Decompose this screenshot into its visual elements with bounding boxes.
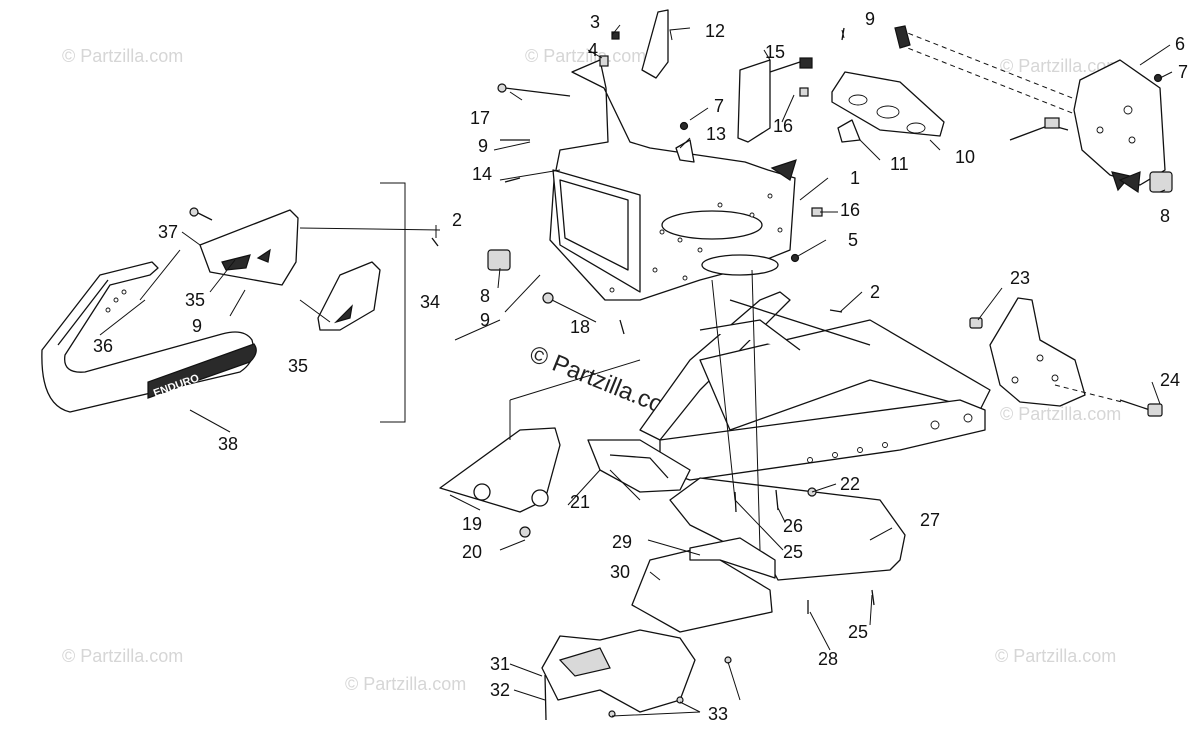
watermark: © Partzilla.com — [345, 674, 466, 694]
callout-3: 3 — [590, 12, 600, 32]
callout-37: 37 — [158, 222, 178, 242]
callout-18: 18 — [570, 317, 590, 337]
callout-19: 19 — [462, 514, 482, 534]
callout-31: 31 — [490, 654, 510, 674]
callout-35-lower: 35 — [288, 356, 308, 376]
callout-2-left: 2 — [452, 210, 462, 230]
latch-part — [894, 25, 911, 49]
callout-1: 1 — [850, 168, 860, 188]
callout-14: 14 — [472, 164, 492, 184]
callouts: 3 4 12 15 9 6 7 7 17 13 16 9 10 11 14 1 … — [93, 9, 1188, 724]
callout-10: 10 — [955, 147, 975, 167]
shield-part-31 — [541, 629, 696, 713]
callout-4: 4 — [588, 40, 598, 60]
callout-25-lower: 25 — [848, 622, 868, 642]
callout-9-left: 9 — [478, 136, 488, 156]
callout-28: 28 — [818, 649, 838, 669]
callout-15: 15 — [765, 42, 785, 62]
callout-7: 7 — [714, 96, 724, 116]
mount-part-21 — [587, 439, 691, 493]
watermark: © Partzilla.com — [995, 646, 1116, 666]
callout-16: 16 — [840, 200, 860, 220]
callout-33: 33 — [708, 704, 728, 724]
bracket-part-35-lower — [317, 261, 381, 331]
callout-9-top: 9 — [865, 9, 875, 29]
bracket-part-35-upper — [199, 209, 299, 286]
bolt-part-24 — [1054, 384, 1163, 417]
watermark: © Partzilla.com — [62, 46, 183, 66]
callout-12: 12 — [705, 21, 725, 41]
callout-13: 13 — [706, 124, 726, 144]
watermark: © Partzilla.com — [1000, 56, 1121, 76]
watermark: © Partzilla.com — [525, 46, 646, 66]
callout-35: 35 — [185, 290, 205, 310]
bushing-part-8 — [487, 249, 511, 271]
callout-8: 8 — [480, 286, 490, 306]
callout-22: 22 — [840, 474, 860, 494]
watermark: © Partzilla.com — [62, 646, 183, 666]
callout-16-top: 16 — [773, 116, 793, 136]
nose-frame-part-1 — [549, 59, 796, 301]
callout-29: 29 — [612, 532, 632, 552]
arrow-marker — [770, 159, 797, 181]
callout-9-lower: 9 — [480, 310, 490, 330]
bushing-part-8 — [1149, 171, 1173, 193]
callout-11: 11 — [890, 154, 909, 174]
callout-27: 27 — [920, 510, 940, 530]
leader-lines — [99, 24, 1173, 717]
callout-21: 21 — [570, 492, 590, 512]
arrow-marker — [1118, 171, 1141, 194]
bracket-part-29 — [689, 537, 776, 579]
mount-part-19 — [439, 427, 561, 513]
chassis-frame — [639, 291, 991, 481]
bracket-part-11 — [837, 119, 861, 143]
callout-23: 23 — [1010, 268, 1030, 288]
callout-8-right: 8 — [1160, 206, 1170, 226]
plate-part-12 — [641, 9, 669, 79]
bracket-part-15 — [737, 57, 813, 143]
fasteners — [189, 27, 1163, 721]
callout-38: 38 — [218, 434, 238, 454]
bracket-part-23 — [989, 297, 1086, 407]
callout-26: 26 — [783, 516, 803, 536]
callout-5: 5 — [848, 230, 858, 250]
callout-7-right: 7 — [1178, 62, 1188, 82]
callout-9-bumper: 9 — [192, 316, 202, 336]
callout-17: 17 — [470, 108, 490, 128]
callout-6: 6 — [1175, 34, 1185, 54]
callout-32: 32 — [490, 680, 510, 700]
callout-34: 34 — [420, 292, 440, 312]
plate-part-30 — [631, 547, 773, 633]
callout-25: 25 — [783, 542, 803, 562]
bracket-bracket-line — [380, 182, 406, 423]
plate-part-10 — [831, 71, 945, 137]
callout-24: 24 — [1160, 370, 1180, 390]
steering-bracket-part-6 — [1009, 59, 1166, 192]
callout-2-right: 2 — [870, 282, 880, 302]
watermark: © Partzilla.com — [1000, 404, 1121, 424]
callout-36: 36 — [93, 336, 113, 356]
callout-20: 20 — [462, 542, 482, 562]
callout-30: 30 — [610, 562, 630, 582]
